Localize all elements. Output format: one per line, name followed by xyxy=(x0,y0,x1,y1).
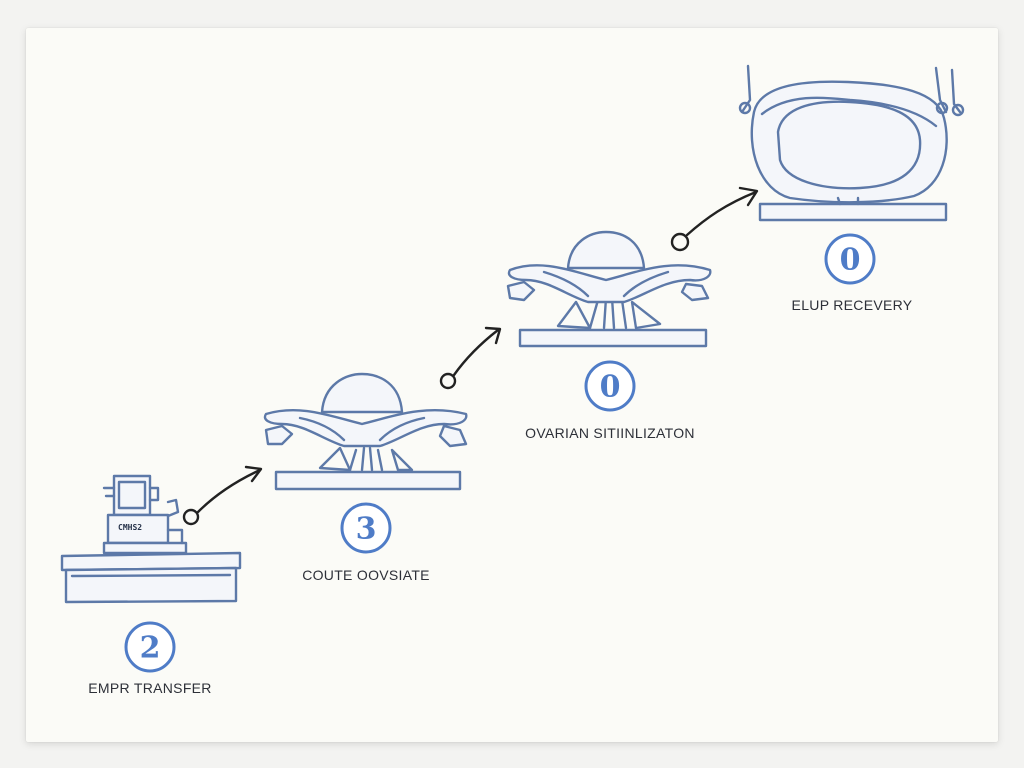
step-3-illustration xyxy=(506,230,712,348)
step-1-label: EMPR TRANSFER xyxy=(88,680,212,696)
arrow-2-to-3 xyxy=(439,326,502,390)
step-1-table xyxy=(60,551,242,604)
step-4-label: ELUP RECEVERY xyxy=(791,297,913,313)
step-1-badge-number: 2 xyxy=(140,631,161,666)
step-2-label: COUTE OOVSIATE xyxy=(302,567,430,583)
step-3-badge-number: 0 xyxy=(600,370,621,405)
step-4-illustration xyxy=(738,64,965,222)
step-2-badge-number: 3 xyxy=(356,512,377,547)
arrow-3-to-4 xyxy=(670,186,759,252)
step-4-badge: 0 xyxy=(824,233,876,285)
step-4-badge-number: 0 xyxy=(840,243,861,278)
step-3-badge: 0 xyxy=(584,360,636,412)
step-3-label: OVARIAN SITIINLIZATON xyxy=(525,425,695,441)
step-1-illustration: CMHS2 xyxy=(60,474,242,604)
step-1-badge: 2 xyxy=(124,621,176,673)
step-1-machine: CMHS2 xyxy=(102,474,188,555)
step-2-badge: 3 xyxy=(340,502,392,554)
arrow-1-to-2 xyxy=(182,465,263,526)
step-2-illustration xyxy=(263,372,468,491)
step-1-machine-label: CMHS2 xyxy=(118,523,142,532)
